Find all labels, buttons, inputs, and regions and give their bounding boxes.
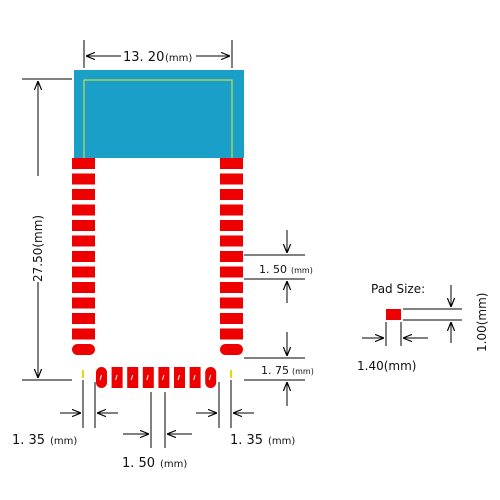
bottom-pad (205, 367, 217, 388)
antenna-area (74, 70, 244, 158)
bottom-pitch-dimension (123, 392, 192, 448)
right-pad-column (220, 158, 243, 355)
left-pad (72, 220, 95, 231)
right-edge-unit: (mm) (268, 436, 295, 447)
bottom-pad (189, 367, 201, 388)
left-pad (72, 235, 95, 247)
side-pitch-dimension (244, 230, 305, 303)
left-pad (72, 251, 95, 262)
width-value: 13. 20 (123, 50, 164, 65)
right-edge-value: 1. 35 (230, 433, 263, 448)
right-pad (220, 282, 243, 293)
side-pitch-unit: (mm) (291, 266, 313, 275)
left-edge-unit: (mm) (50, 436, 77, 447)
left-pad (72, 313, 95, 324)
bottom-pitch-unit: (mm) (160, 459, 187, 470)
width-dimension (83, 40, 233, 68)
pad-size-dimensions (362, 285, 462, 346)
side-pitch-value: 1. 50 (259, 263, 287, 276)
right-pad (220, 158, 243, 169)
antenna-keepout-outline (83, 79, 233, 158)
pad-width-label: 1.40(mm) (357, 359, 416, 373)
pad-size-title: Pad Size: (371, 282, 425, 296)
left-edge-dimension (60, 380, 118, 428)
bottom-pad-mark (177, 374, 180, 381)
bottom-pitch-value: 1. 50 (122, 456, 155, 471)
bottom-clearance-value: 1. 75 (261, 364, 289, 377)
right-pad (220, 235, 243, 247)
right-edge-dimension (196, 380, 254, 428)
left-pad (72, 282, 95, 293)
bottom-pad-mark (161, 374, 165, 381)
bottom-pad-mark (208, 374, 212, 381)
bottom-pad-mark (115, 374, 118, 381)
right-pad (220, 297, 243, 309)
pad-size-sample (386, 309, 401, 320)
left-pad (72, 189, 95, 200)
bottom-pad-mark (130, 374, 134, 381)
right-pad (220, 344, 243, 355)
bottom-pad (174, 367, 185, 388)
bottom-clearance-dimension (244, 332, 305, 406)
bottom-pad-mark (99, 374, 102, 381)
right-pad (220, 173, 243, 185)
left-pad (72, 173, 95, 185)
left-pad (72, 158, 95, 169)
left-pad (72, 328, 95, 340)
right-pad (220, 251, 243, 262)
bottom-pad (127, 367, 139, 388)
left-edge-value: 1. 35 (12, 433, 45, 448)
left-pad (72, 266, 95, 278)
height-label: 27.50(mm) (31, 215, 45, 282)
right-pad (220, 266, 243, 278)
bottom-pad (158, 367, 170, 388)
bottom-pad (96, 367, 107, 388)
left-pad (72, 204, 95, 216)
right-pad (220, 189, 243, 200)
bottom-clearance-unit: (mm) (292, 367, 314, 376)
bottom-pad-mark (193, 374, 196, 381)
bottom-pad-mark (146, 374, 149, 381)
left-pad (72, 297, 95, 309)
left-pad (72, 344, 95, 355)
bottom-pad (111, 367, 123, 388)
pad-height-label: 1.00(mm) (475, 293, 489, 352)
right-pad (220, 204, 243, 216)
right-pad (220, 328, 243, 340)
bottom-pad (142, 367, 154, 388)
bottom-pad-row (96, 367, 217, 388)
height-dimension (22, 78, 72, 381)
width-unit: (mm) (165, 53, 192, 64)
right-pad (220, 220, 243, 231)
right-pad (220, 313, 243, 324)
left-pad-column (72, 158, 95, 355)
